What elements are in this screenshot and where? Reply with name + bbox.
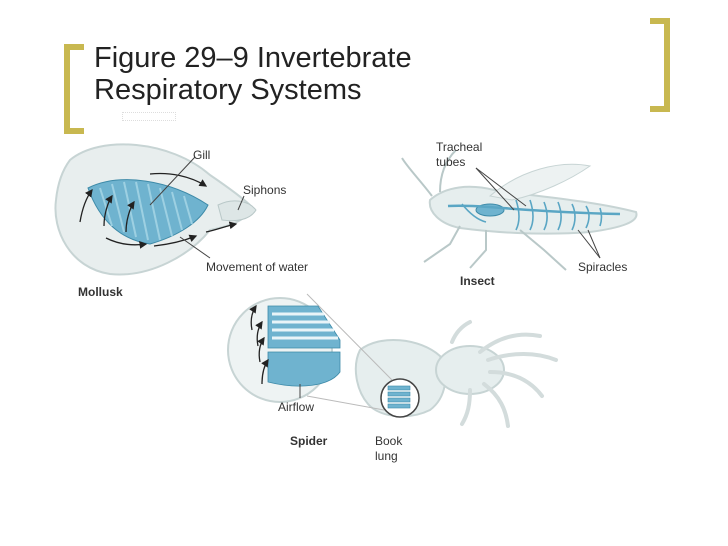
label-movement-of-water: Movement of water — [206, 260, 309, 274]
label-tracheal-tubes: Tracheal tubes — [436, 140, 483, 169]
figure-title-line2: Respiratory Systems — [94, 74, 362, 106]
left-bracket — [64, 44, 84, 134]
label-mollusk: Mollusk — [78, 285, 123, 299]
decorative-box — [122, 112, 176, 121]
label-spider: Spider — [290, 434, 328, 448]
label-gill: Gill — [193, 148, 211, 162]
right-bracket — [650, 18, 670, 112]
figure-title-line1: Figure 29–9 Invertebrate — [94, 42, 412, 74]
label-siphons: Siphons — [243, 183, 287, 197]
mollusk-illustration — [54, 143, 257, 276]
spider-illustration — [227, 293, 558, 428]
insect-illustration — [401, 149, 638, 271]
label-spiracles: Spiracles — [578, 260, 628, 274]
label-book-lung: Book lung — [375, 434, 403, 463]
spider-abdomen — [354, 339, 447, 418]
label-airflow: Airflow — [278, 400, 315, 414]
mollusk-siphon — [217, 200, 257, 222]
label-insect: Insect — [460, 274, 495, 288]
